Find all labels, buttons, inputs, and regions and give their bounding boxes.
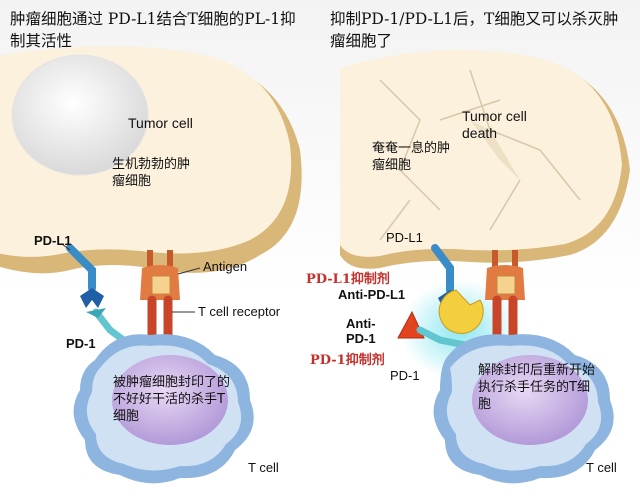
tumor-cell-cn-label: 生机勃勃的肿瘤细胞 (112, 157, 191, 189)
pd-1-label: PD-1 (66, 336, 96, 351)
dying-tumor-cell-body (340, 50, 630, 269)
pd-1-inhibitor-label: PD-1抑制剂 (310, 353, 385, 368)
anti-pd-l1-label: Anti-PD-L1 (338, 287, 406, 302)
t-cell-nucleus (472, 355, 588, 445)
tumor-cell-label: Tumor cell (128, 115, 193, 131)
left-illustration (0, 46, 302, 484)
pd-1-label: PD-1 (390, 368, 420, 383)
t-cell-label: T cell (586, 460, 617, 475)
t-cell-nucleus (112, 355, 228, 445)
antigen-label: Antigen (203, 259, 248, 274)
left-panel: 肿瘤细胞通过 PD-L1结合T细胞的PL-1抑制其活性 Tumor cell 生… (0, 0, 320, 497)
left-heading: 肿瘤细胞通过 PD-L1结合T细胞的PL-1抑制其活性 (10, 10, 296, 50)
leader-pd-l1 (61, 243, 71, 251)
right-panel: 抑制PD-1/PD-L1后，T细胞又可以杀灭肿瘤细胞了 Tumor cell d… (306, 0, 640, 497)
dying-tumor-cn-label: 奄奄一息的肿瘤细胞 (372, 141, 451, 173)
leader-antigen (177, 267, 201, 275)
right-heading: 抑制PD-1/PD-L1后，T细胞又可以杀灭肿瘤细胞了 (330, 10, 619, 50)
tcr-label: T cell receptor (198, 304, 281, 319)
anti-pd-l1-drug (438, 289, 484, 334)
tumor-cell-death-label: Tumor cell death (462, 108, 527, 141)
t-cell-cn-label: 解除封印后重新开始执行杀手任务的T细胞 (478, 363, 596, 412)
pd-l1-inhibitor-label: PD-L1抑制剂 (306, 272, 390, 287)
tumor-nucleus (11, 54, 149, 176)
anti-pd-1-label: Anti-PD-1 (346, 316, 376, 346)
antigen-complex (140, 250, 180, 300)
right-illustration (340, 50, 630, 484)
t-cell-label: T cell (248, 460, 279, 475)
t-cell-cn-label: 被肿瘤细胞封印了的不好好干活的杀手T细胞 (113, 375, 231, 424)
pd-l1-label: PD-L1 (34, 233, 72, 248)
pd-l1-receptor (66, 244, 104, 308)
pd-l1-label: PD-L1 (386, 230, 423, 245)
antigen-complex (485, 250, 525, 300)
